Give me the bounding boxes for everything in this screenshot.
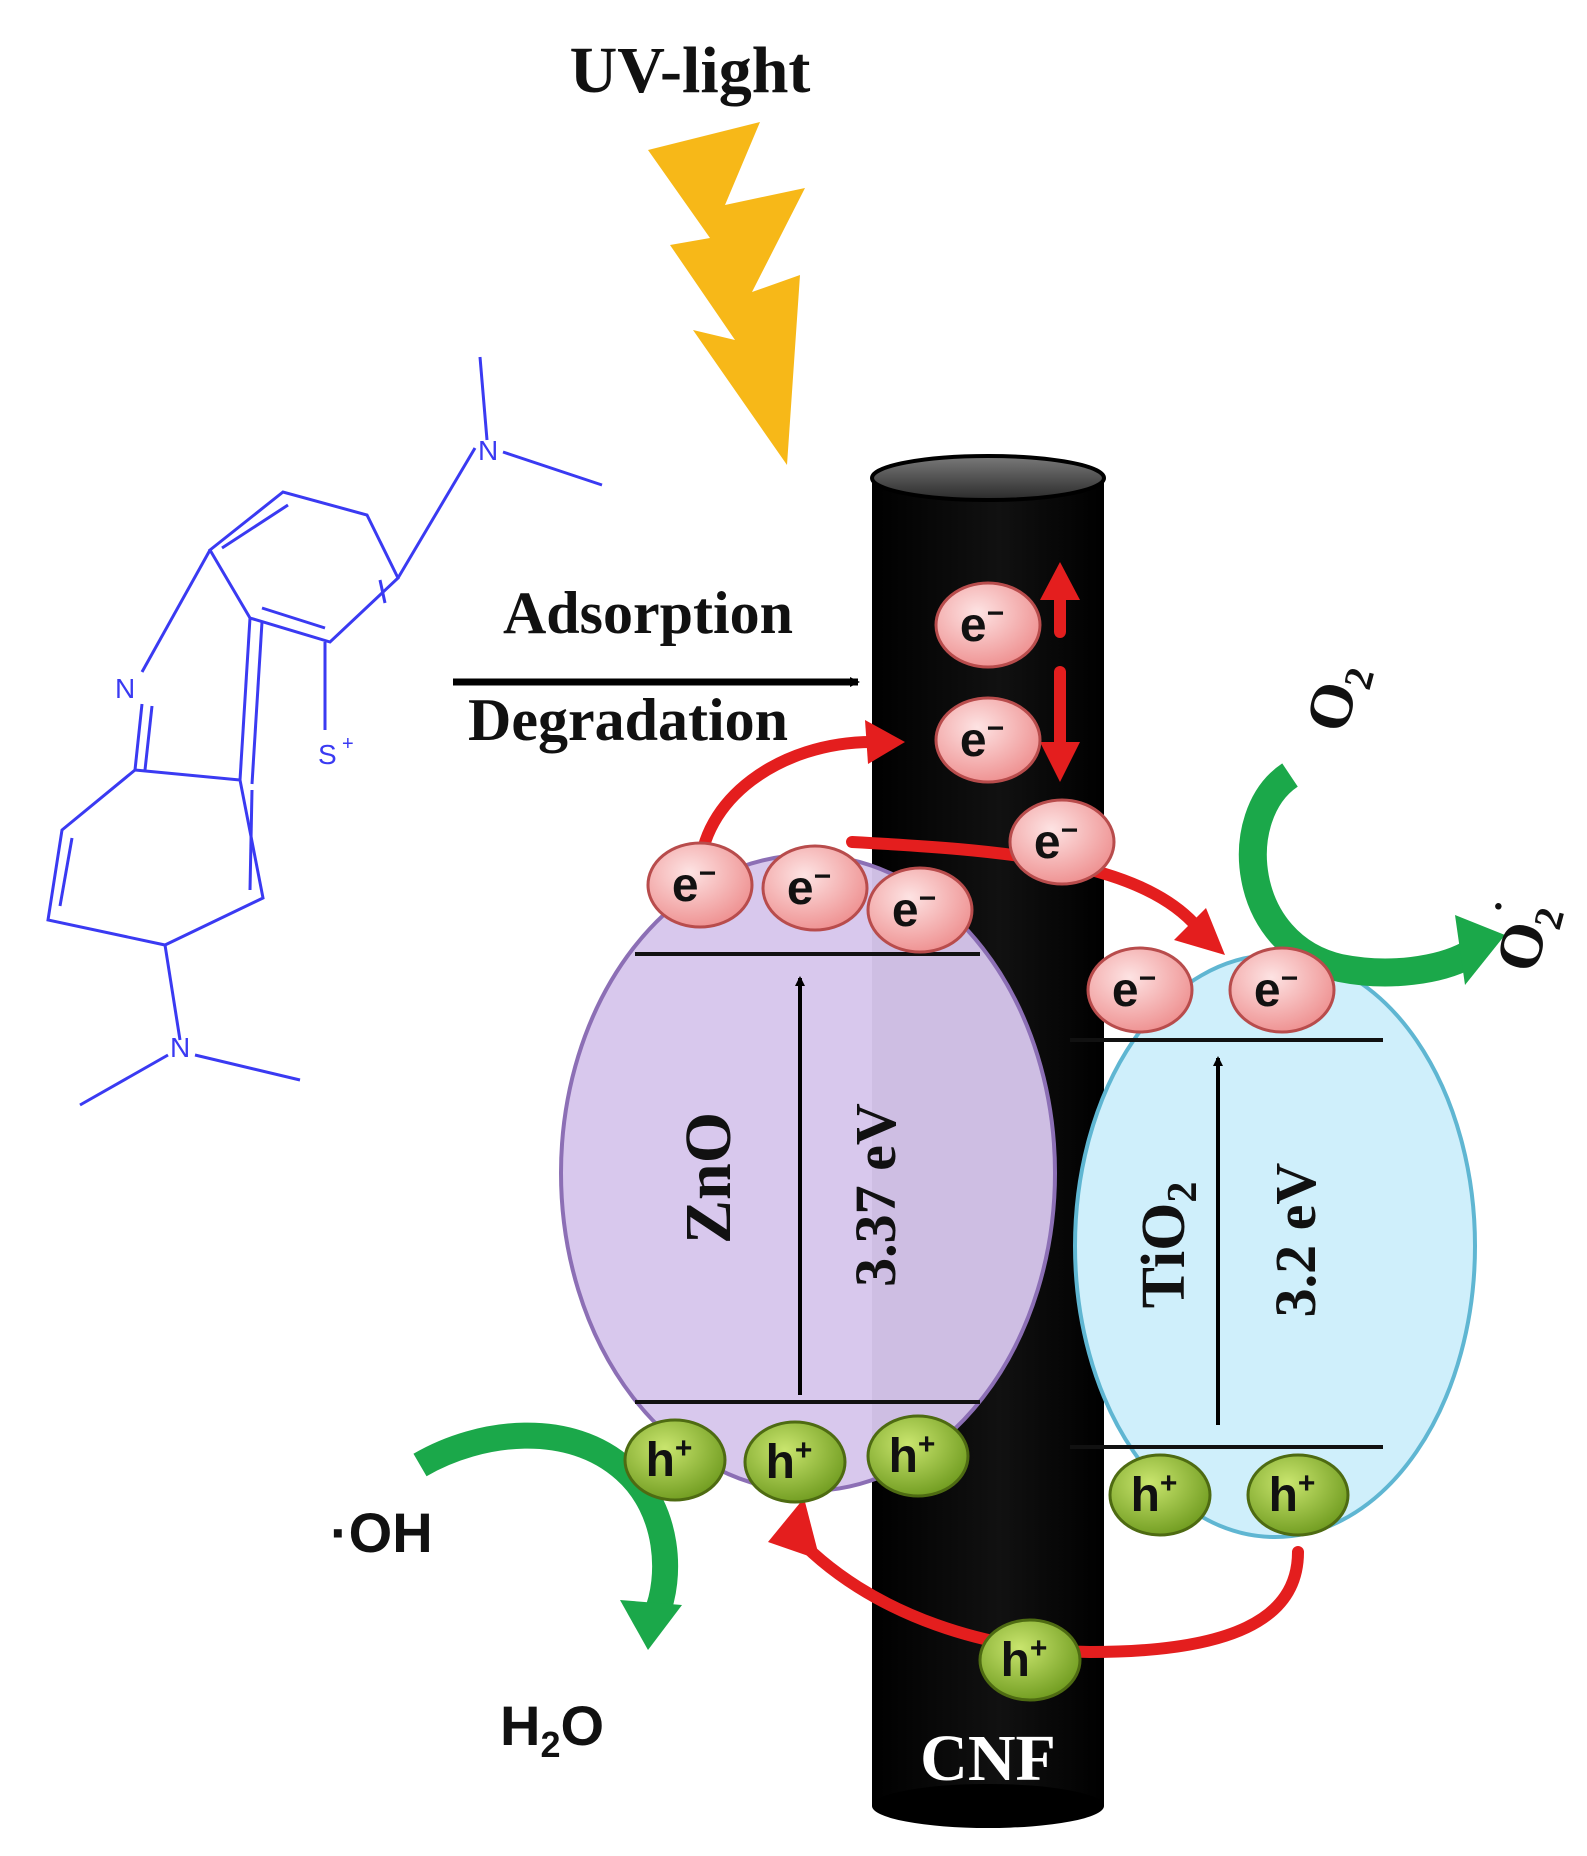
electron-bubble [1228, 946, 1336, 1034]
hole-bubble [1246, 1453, 1350, 1537]
tio2-hole-1: h+ [1108, 1453, 1212, 1537]
zno-label: ZnO [672, 1112, 745, 1244]
electron-symbol: e− [1112, 962, 1156, 1017]
o2-reduction-arrow [1238, 763, 1475, 987]
cnf-label: CNF [920, 1722, 1056, 1795]
zno-electron-3: e− [866, 866, 974, 954]
cnf-electron-down-arrowhead [1040, 742, 1080, 782]
atom-s-ring: S [318, 739, 337, 770]
molecule-atom-labels: N S + N N [115, 435, 498, 1063]
oh-arrowhead [620, 1600, 682, 1650]
cnf-hole: h+ [978, 1618, 1082, 1702]
electron-symbol: e− [960, 597, 1004, 652]
o2-label: O2 [1293, 655, 1383, 740]
zno-hole-3: h+ [866, 1414, 970, 1498]
hole-bubble [866, 1414, 970, 1498]
electron-bubble [934, 581, 1042, 669]
electron-symbol: e− [1034, 814, 1078, 869]
charge-carriers: e− e− e− e− e− e− e− e− h+ h+ h+ h+ h+ h+ [623, 581, 1350, 1702]
hole-bubble [978, 1618, 1082, 1702]
tio2-particle: TiO2 3.2 eV [1070, 953, 1477, 1539]
oh-radical-label: ·OH [330, 1501, 433, 1564]
o2-reduction-arrowhead [1455, 915, 1505, 985]
uv-light-label: UV-light [570, 34, 811, 107]
electron-symbol: e− [1254, 962, 1298, 1017]
hole-symbol: h+ [646, 1432, 693, 1487]
atom-n-bottom: N [170, 1032, 190, 1063]
electron-symbol: e− [672, 857, 716, 912]
hole-symbol: h+ [889, 1428, 936, 1483]
electron-symbol: e− [787, 860, 831, 915]
electron-bubble [934, 696, 1042, 784]
hole-symbol: h+ [1269, 1467, 1316, 1522]
hole-symbol: h+ [766, 1434, 813, 1489]
electron-transfer-arrowhead-2 [1174, 908, 1225, 955]
degradation-label: Degradation [468, 687, 788, 753]
tio2-label: TiO2 [1130, 1182, 1206, 1309]
atom-n-top: N [478, 435, 498, 466]
tio2-hole-2: h+ [1246, 1453, 1350, 1537]
lightning-bolt-icon [648, 122, 805, 465]
electron-bubble [866, 866, 974, 954]
tio2-band-gap: 3.2 eV [1263, 1163, 1328, 1318]
oh-arrow [413, 1422, 679, 1621]
electron-symbol: e− [892, 882, 936, 937]
electron-bubble [761, 844, 869, 932]
charge-transfer-arrows [694, 562, 1304, 1659]
h2o-label: H2O [500, 1694, 604, 1765]
adsorption-label: Adsorption [503, 580, 793, 646]
zno-band-gap: 3.37 eV [843, 1103, 908, 1287]
hole-bubble [623, 1418, 727, 1502]
zno-hole-1: h+ [623, 1418, 727, 1502]
electron-bubble [1008, 798, 1116, 886]
zno-electron-1: e− [646, 841, 754, 929]
electron-transfer-arrowhead-1 [865, 720, 905, 764]
zno-hole-2: h+ [743, 1420, 847, 1504]
atom-s-charge: + [342, 733, 354, 755]
electron-symbol: e− [960, 712, 1004, 767]
atom-n-ring: N [115, 673, 135, 704]
cnf-electron-up-arrowhead [1040, 562, 1080, 600]
tio2-electron-1: e− [1086, 946, 1194, 1034]
hole-bubble [743, 1420, 847, 1504]
hole-transfer-arrowhead [768, 1498, 820, 1560]
cnf-electron-1: e− [934, 581, 1042, 669]
electron-bubble [646, 841, 754, 929]
zno-particle: ZnO 3.37 eV [559, 853, 1057, 1493]
hole-transfer-arrow [784, 1524, 1304, 1659]
hole-symbol: h+ [1131, 1467, 1178, 1522]
tio2-electron-2: e− [1228, 946, 1336, 1034]
cnf-electron-2: e− [934, 696, 1042, 784]
electron-bubble [1086, 946, 1194, 1034]
methylene-blue-molecule [46, 356, 603, 1107]
zno-electron-2: e− [761, 844, 869, 932]
hole-bubble [1108, 1453, 1212, 1537]
cnf-electron-3: e− [1008, 798, 1116, 886]
hole-symbol: h+ [1001, 1632, 1048, 1687]
